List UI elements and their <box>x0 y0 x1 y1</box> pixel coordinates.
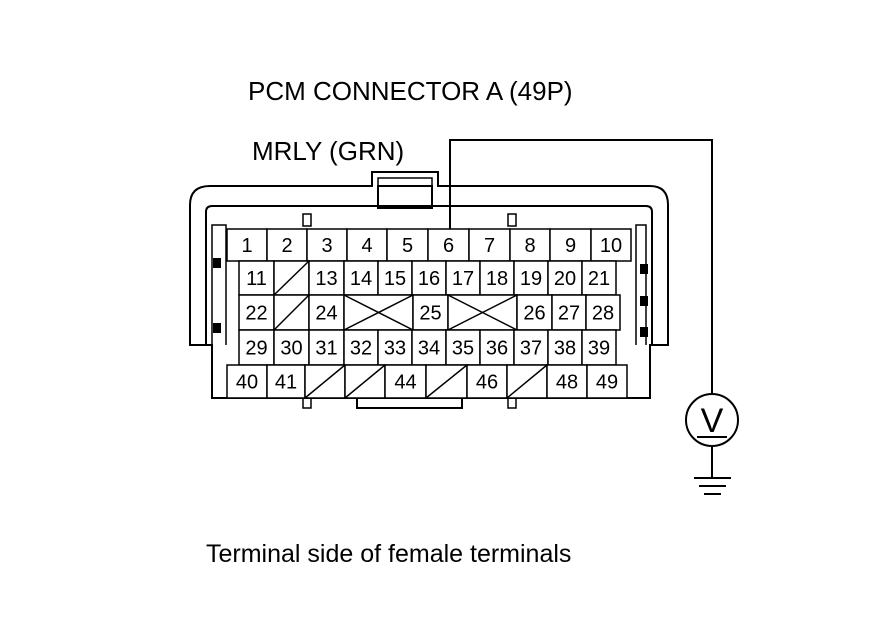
wire-label: MRLY (GRN) <box>252 136 404 166</box>
unused-cavity-mark <box>447 294 518 331</box>
caption: Terminal side of female terminals <box>206 540 571 568</box>
pin-cell <box>427 228 470 262</box>
unused-cavity-mark <box>273 294 310 331</box>
unused-cavity-mark <box>344 364 386 399</box>
pin-cell <box>384 364 427 399</box>
pin-number: 15 <box>384 268 406 290</box>
pin-cell <box>226 228 268 262</box>
pin-cell <box>549 228 592 262</box>
pin-cell <box>547 260 583 296</box>
pin-number: 11 <box>246 268 267 290</box>
unused-cavity-mark <box>425 364 468 399</box>
pin-number: 17 <box>452 268 474 290</box>
unused-cavity-mark <box>273 260 310 296</box>
voltmeter-icon: V <box>685 393 739 447</box>
unused-cavity-mark <box>343 294 414 331</box>
pin-number: 7 <box>484 235 495 257</box>
pin-number: 6 <box>443 235 454 257</box>
pin-number: 29 <box>245 338 267 360</box>
pin-number: 4 <box>361 235 372 257</box>
pin-cell <box>377 329 413 366</box>
pin-cell <box>581 260 617 296</box>
pin-cell <box>546 364 588 399</box>
pin-number: 13 <box>315 268 337 290</box>
pin-cell <box>479 260 515 296</box>
pin-number: 48 <box>556 372 578 394</box>
pin-number: 24 <box>315 303 337 325</box>
pin-number: 2 <box>281 235 292 257</box>
pin-cell <box>411 260 447 296</box>
mrly-wire <box>449 139 713 394</box>
pin-number: 25 <box>419 303 441 325</box>
pin-number: 8 <box>524 235 535 257</box>
pin-number: 38 <box>554 338 576 360</box>
pin-number: 18 <box>486 268 508 290</box>
pin-number: 5 <box>402 235 413 257</box>
pin-number: 28 <box>592 303 614 325</box>
pin-number: 20 <box>554 268 576 290</box>
pin-number: 34 <box>418 338 440 360</box>
pin-number: 41 <box>275 372 297 394</box>
unused-cavity-mark <box>304 364 346 399</box>
pin-cell <box>412 294 449 331</box>
pin-cell <box>226 364 268 399</box>
pin-number: 16 <box>418 268 440 290</box>
pin-cell <box>377 260 413 296</box>
pin-number: 46 <box>476 372 498 394</box>
pin-cell <box>586 364 628 399</box>
pin-number: 49 <box>596 372 618 394</box>
pin-number: 30 <box>280 338 302 360</box>
diagram-title: PCM CONNECTOR A (49P) <box>248 76 573 106</box>
pin-number: 27 <box>558 303 580 325</box>
connector-shell <box>189 171 669 409</box>
pin-cell <box>581 329 617 366</box>
pin-cell <box>308 260 345 296</box>
pin-cell <box>466 364 508 399</box>
pin-cell <box>238 294 275 331</box>
pin-number: 19 <box>520 268 542 290</box>
pin-number: 35 <box>452 338 474 360</box>
pin-cell <box>513 329 549 366</box>
pin-number: 39 <box>588 338 610 360</box>
pin-number: 1 <box>241 235 252 257</box>
pin-number: 32 <box>350 338 372 360</box>
pin-number: 37 <box>520 338 542 360</box>
pin-number: 44 <box>394 372 416 394</box>
unused-cavity-mark <box>506 364 548 399</box>
pin-number: 3 <box>321 235 332 257</box>
pin-number: 14 <box>350 268 372 290</box>
pin-number: 10 <box>600 235 622 257</box>
pin-number: 36 <box>486 338 508 360</box>
pin-number: 9 <box>565 235 576 257</box>
pin-number: 26 <box>523 303 545 325</box>
pin-cell <box>346 228 388 262</box>
pin-number: 21 <box>588 268 610 290</box>
pin-cell <box>585 294 621 331</box>
pin-cell <box>386 228 429 262</box>
pin-cell <box>306 228 348 262</box>
pin-cell <box>343 260 379 296</box>
pin-number: 33 <box>384 338 406 360</box>
pin-number: 22 <box>245 303 267 325</box>
ground-icon <box>694 477 731 495</box>
pin-cell <box>547 329 583 366</box>
voltmeter-symbol: V <box>701 402 724 440</box>
pin-cell <box>509 228 551 262</box>
pin-number: 40 <box>236 372 258 394</box>
pin-cell <box>445 329 481 366</box>
pin-number: 31 <box>315 338 337 360</box>
